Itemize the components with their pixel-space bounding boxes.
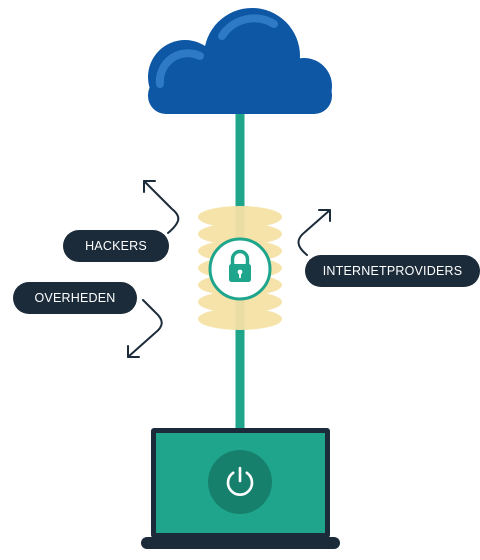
label-governments-text: OVERHEDEN xyxy=(34,291,116,305)
label-hackers-text: HACKERS xyxy=(85,239,147,253)
cloud-icon xyxy=(148,8,332,114)
governments-deflect-arrow xyxy=(127,299,163,358)
isp-deflect-arrow xyxy=(297,209,331,256)
power-icon xyxy=(208,450,272,514)
label-governments: OVERHEDEN xyxy=(13,282,137,314)
padlock-icon xyxy=(208,237,272,301)
label-internet-providers: INTERNETPROVIDERS xyxy=(305,255,480,287)
label-hackers: HACKERS xyxy=(63,230,169,262)
label-internet-providers-text: INTERNETPROVIDERS xyxy=(322,264,463,278)
hackers-deflect-arrow xyxy=(143,180,180,234)
